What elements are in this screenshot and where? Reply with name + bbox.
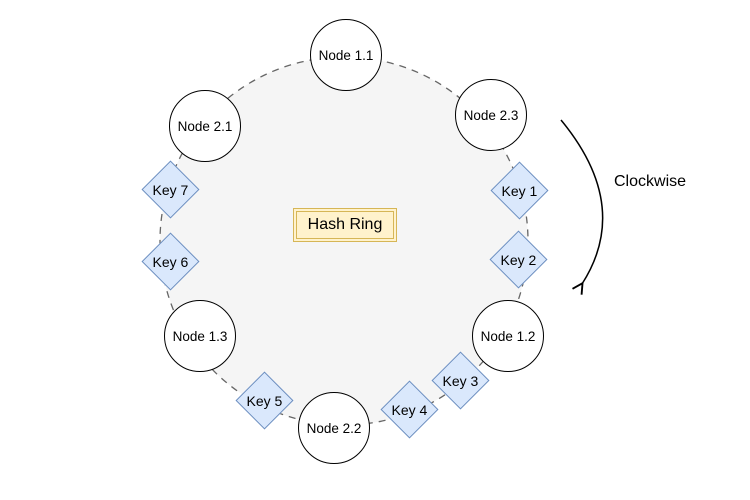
node-1-1: Node 1.1	[310, 19, 382, 91]
node-label: Node 1.1	[318, 47, 374, 63]
clockwise-arrow-icon	[560, 119, 604, 295]
node-2-3: Node 2.3	[455, 79, 527, 151]
key-label: Key 7	[152, 181, 189, 198]
hash-ring-title: Hash Ring	[307, 216, 383, 233]
key-label: Key 1	[501, 182, 538, 199]
node-label: Node 2.2	[306, 420, 362, 436]
node-1-2: Node 1.2	[472, 300, 544, 372]
hash-ring-title-box: Hash Ring	[293, 208, 397, 242]
node-label: Node 2.1	[177, 118, 233, 134]
key-label: Key 2	[500, 251, 537, 268]
node-1-3: Node 1.3	[164, 300, 236, 372]
node-label: Node 1.3	[172, 328, 228, 344]
node-2-1: Node 2.1	[169, 90, 241, 162]
node-2-2: Node 2.2	[298, 392, 370, 464]
node-label: Node 1.2	[480, 328, 536, 344]
key-label: Key 5	[246, 392, 283, 409]
clockwise-label: Clockwise	[614, 173, 687, 190]
key-label: Key 3	[442, 372, 479, 389]
key-label: Key 4	[391, 401, 428, 418]
key-label: Key 6	[152, 253, 189, 270]
node-label: Node 2.3	[463, 107, 519, 123]
